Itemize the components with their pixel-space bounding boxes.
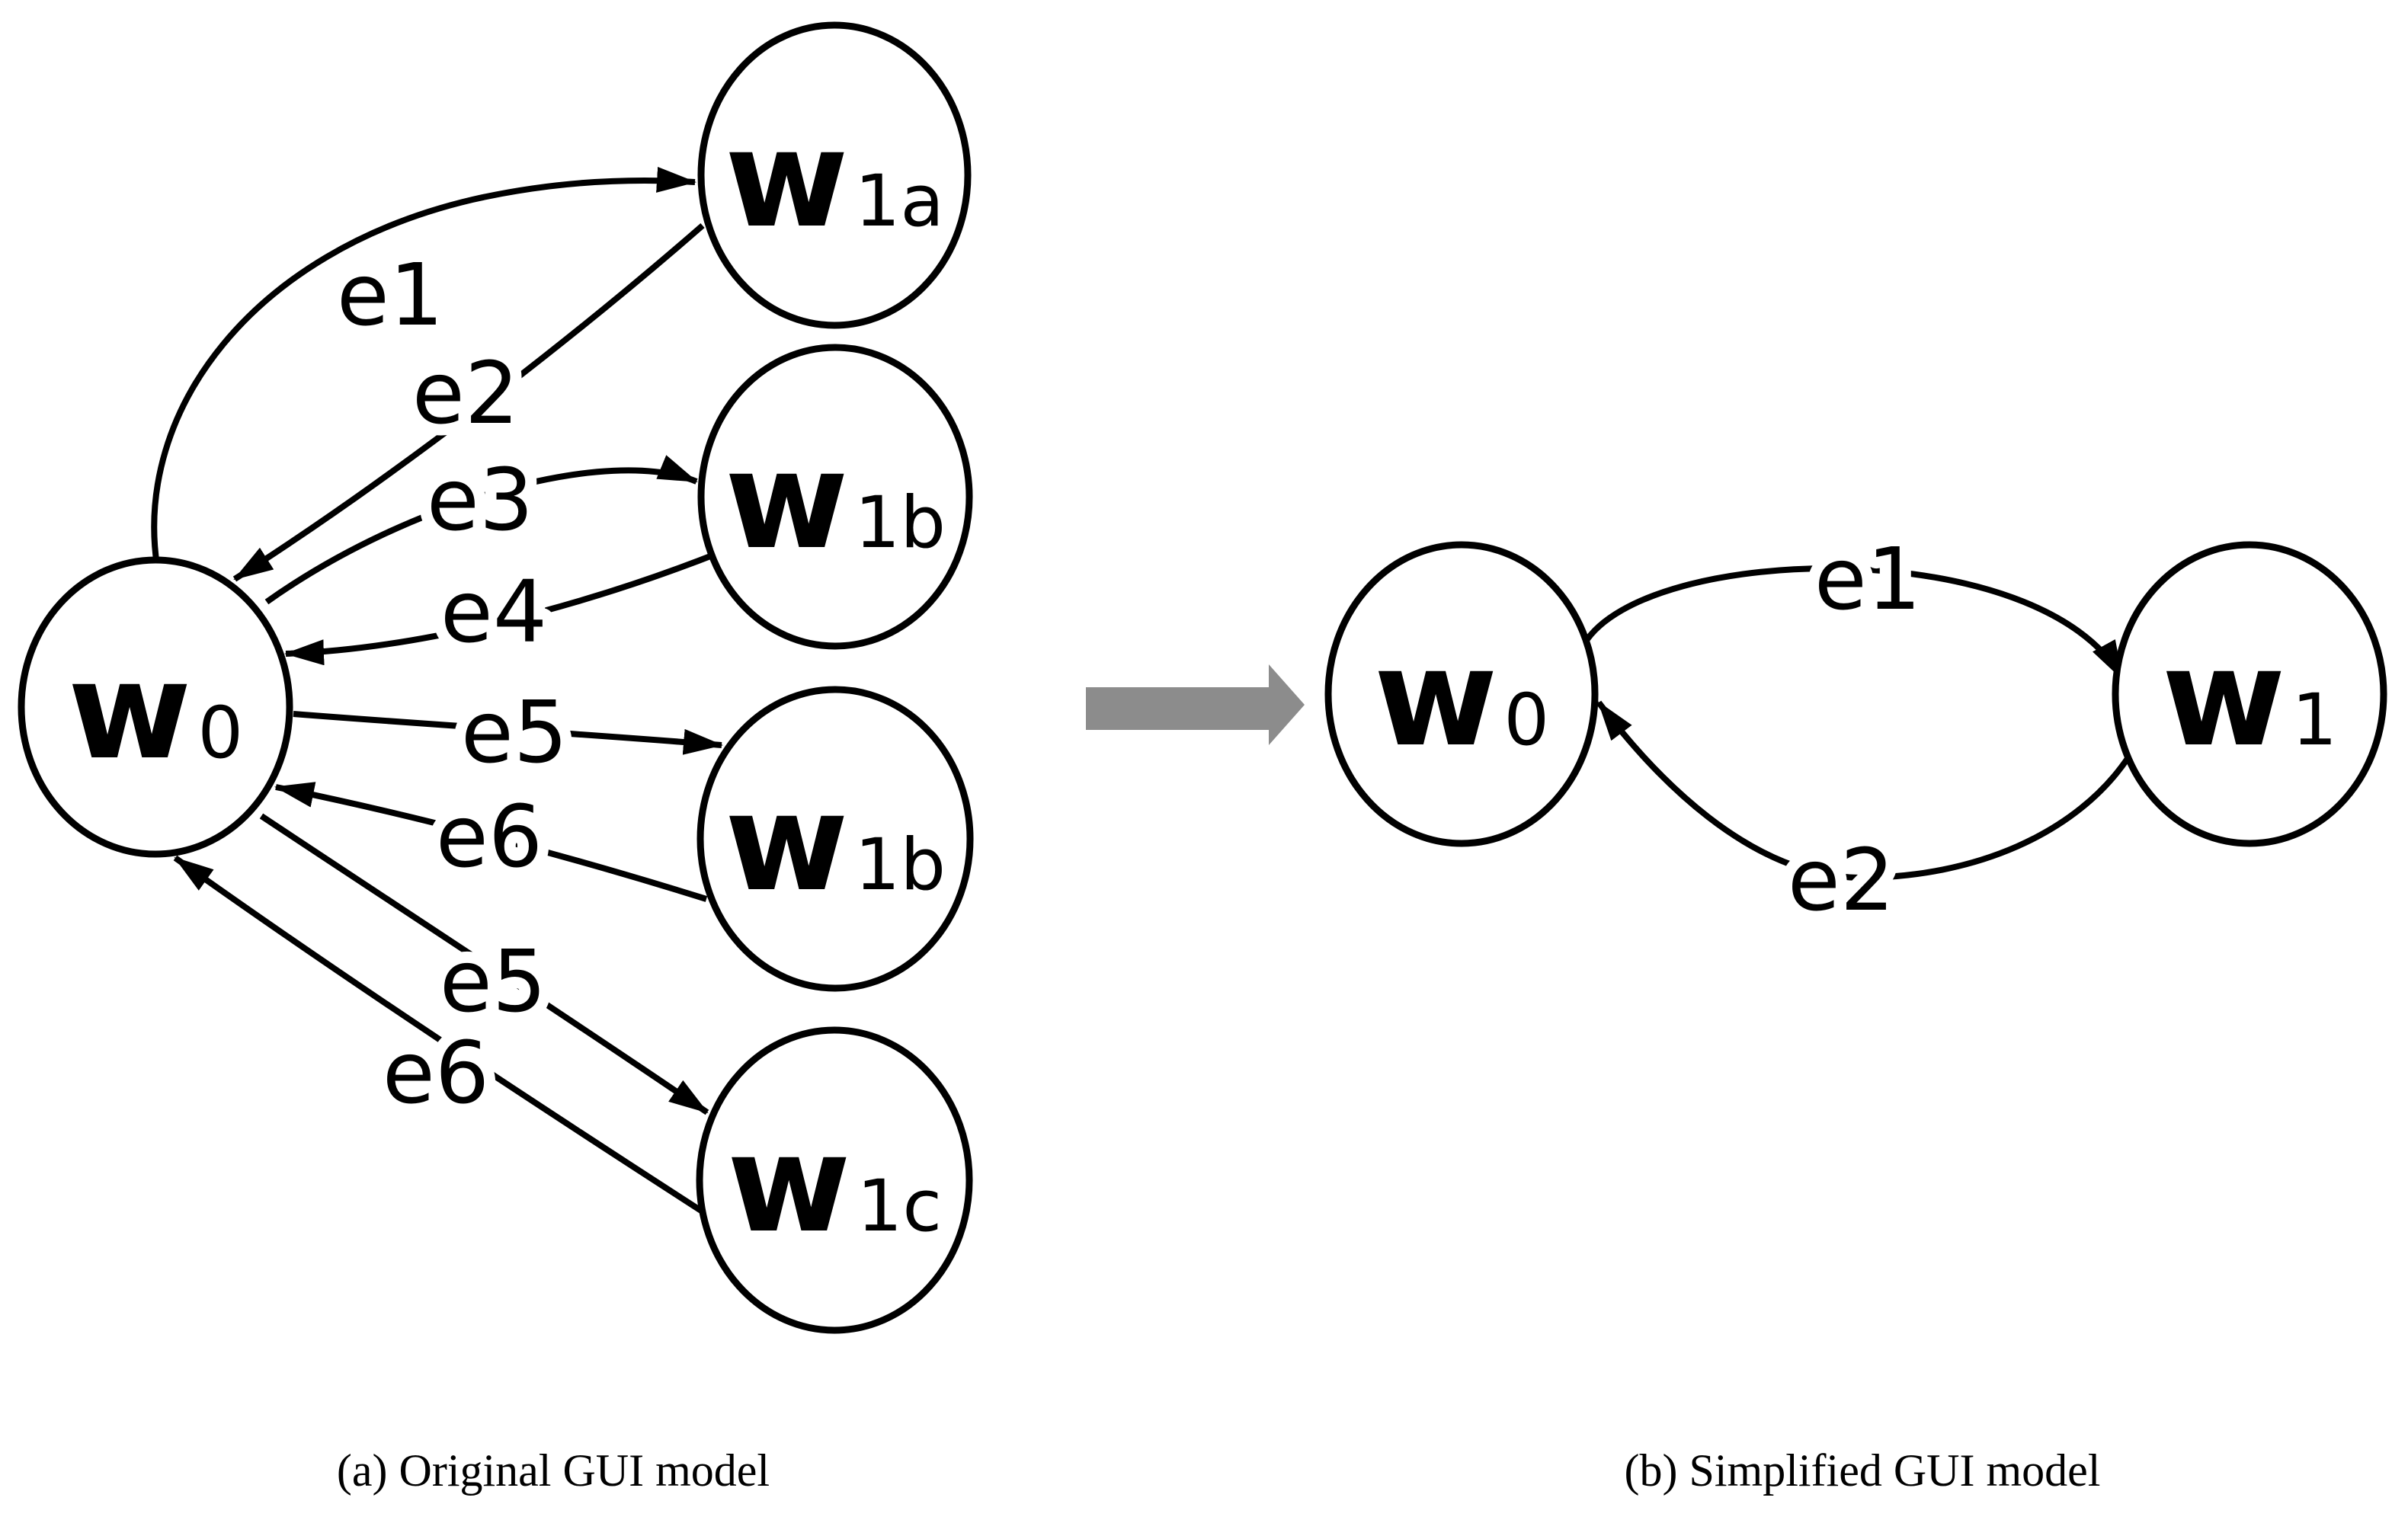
edge-label-b-e2: e2 <box>1788 831 1894 930</box>
edge-label-a-e6-lower: e6 <box>383 1024 489 1123</box>
node-a-w1b-lower-circle <box>696 686 974 992</box>
node-a-w1b-upper-main: w <box>725 423 849 579</box>
node-a-w1a-label: w1a <box>725 101 944 258</box>
node-b-w0-label: w0 <box>1374 620 1549 776</box>
node-a-w1a-main: w <box>725 101 849 258</box>
node-b-w0-circle <box>1324 541 1599 847</box>
node-a-w1b-upper-sub: 1b <box>855 482 946 565</box>
node-a-w0-circle <box>18 556 293 858</box>
node-a-w1a-circle <box>697 21 972 329</box>
node-a-w0-label: w0 <box>68 633 243 789</box>
node-b-w1-label: w1 <box>2162 620 2337 776</box>
edge-b-e1 <box>1581 565 2125 680</box>
edge-label-a-e4: e4 <box>440 563 547 662</box>
edge-label-a-e2: e2 <box>412 344 519 443</box>
edge-a-e5-lower <box>259 813 709 1115</box>
node-b-w0-sub: 0 <box>1503 679 1549 762</box>
edge-label-a-e1: e1 <box>337 246 443 345</box>
edge-label-a-e6-upper: e6 <box>436 788 543 887</box>
panel-b: e1 e2 w0 w1 <box>1324 519 2387 942</box>
edge-a-e1 <box>151 166 696 566</box>
node-a-w0-main: w <box>68 633 192 789</box>
edge-label-b-e1: e1 <box>1814 530 1921 629</box>
node-a-w1b-upper-label: w1b <box>725 423 946 579</box>
node-a-w0-sub: 0 <box>197 692 243 775</box>
node-b-w1-circle <box>2112 541 2387 847</box>
transform-arrow-icon <box>1086 664 1305 745</box>
node-a-w1c-main: w <box>727 1106 851 1262</box>
caption-panel-a: (a) Original GUI model <box>336 1445 770 1496</box>
caption-panel-b: (b) Simplified GUI model <box>1624 1445 2101 1496</box>
edge-label-a-e5-upper: e5 <box>461 683 568 782</box>
edge-a-e3 <box>264 455 698 605</box>
edge-label-a-e5-lower: e5 <box>440 933 546 1032</box>
node-a-w1a-sub: 1a <box>855 160 944 243</box>
node-a-w1c-circle <box>696 1026 973 1334</box>
node-b-w0-main: w <box>1374 620 1498 776</box>
node-a-w1b-upper-circle <box>697 344 973 650</box>
node-b-w1-sub: 1 <box>2291 679 2337 762</box>
node-a-w1b-lower-label: w1b <box>725 765 946 921</box>
edge-a-e6-upper <box>274 782 708 902</box>
edge-a-e2 <box>232 222 705 582</box>
node-b-w1-main: w <box>2162 620 2286 776</box>
panel-a: e1 e2 e3 e4 e5 e6 e5 e6 w0 w1a w1b w1b w… <box>18 21 974 1334</box>
edge-a-e5-upper <box>293 711 723 755</box>
edge-a-e4 <box>284 549 722 666</box>
node-a-w1c-sub: 1c <box>857 1165 943 1248</box>
node-a-w1c-label: w1c <box>727 1106 942 1262</box>
node-a-w1b-lower-sub: 1b <box>855 824 946 907</box>
node-a-w1b-lower-main: w <box>725 765 849 921</box>
edge-label-a-e3: e3 <box>427 451 533 550</box>
edge-b-e2 <box>1596 700 2131 882</box>
edge-a-e6-lower <box>173 855 703 1214</box>
